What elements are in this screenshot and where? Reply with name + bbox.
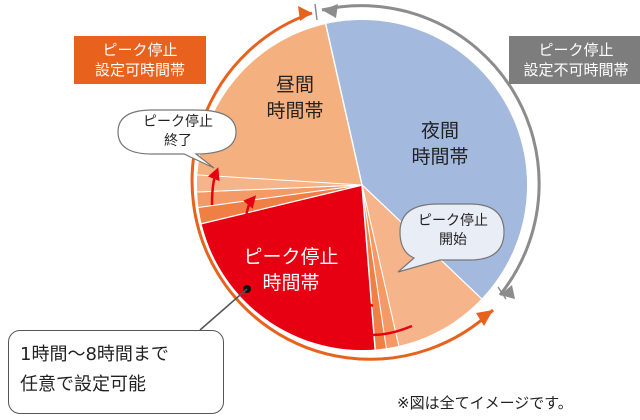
boundary-tick	[497, 286, 507, 300]
callout-line: 1時間〜8時間まで	[20, 344, 169, 365]
bubble-text-peak-stop-start: ピーク停止 開始	[404, 212, 502, 250]
zone-line: 時間帯	[266, 100, 324, 122]
tag-line: ピーク停止	[102, 41, 178, 59]
tag-peak-stop-settable: ピーク停止 設定可時間帯	[74, 36, 206, 84]
arrowhead-icon	[476, 310, 493, 326]
cycle-pie	[197, 20, 527, 350]
label-night: 夜間 時間帯	[390, 118, 490, 170]
zone-line: 夜間	[420, 120, 459, 142]
curved-arrow-icon	[207, 167, 220, 206]
callout-leader	[199, 288, 248, 331]
bubble-line: 開始	[439, 232, 467, 248]
bubble-line: 終了	[164, 133, 192, 149]
not-settable-arc	[321, 4, 541, 296]
zone-line: ピーク停止	[243, 246, 339, 268]
zone-line: 昼間	[275, 74, 314, 96]
curved-arrow-icon	[243, 195, 257, 225]
footnote: ※図は全てイメージです。	[397, 394, 573, 412]
callout-text: 1時間〜8時間まで 任意で設定可能	[20, 340, 169, 400]
boundary-tick	[314, 3, 318, 21]
tag-line: ピーク停止	[538, 41, 614, 59]
settable-arc	[190, 11, 495, 361]
arrowhead-icon	[322, 4, 338, 18]
label-peak-stop: ピーク停止 時間帯	[226, 244, 356, 296]
curved-arrow-icon	[350, 292, 374, 308]
label-daytime: 昼間 時間帯	[250, 72, 340, 124]
tag-peak-stop-not-settable: ピーク停止 設定不可時間帯	[509, 36, 640, 84]
bubble-line: ピーク停止	[143, 114, 213, 130]
gradient-slice-6	[197, 171, 363, 195]
zone-line: 時間帯	[262, 272, 320, 294]
bubble-line: ピーク停止	[418, 213, 488, 229]
arrowhead-icon	[298, 6, 312, 21]
curved-arrow-icon	[350, 324, 413, 341]
bubble-peak-stop-end	[117, 109, 237, 169]
callout-line: 任意で設定可能	[20, 374, 146, 395]
zone-line: 時間帯	[411, 146, 469, 168]
bubble-text-peak-stop-end: ピーク停止 終了	[122, 113, 234, 151]
tag-line: 設定可時間帯	[94, 61, 185, 79]
tag-line: 設定不可時間帯	[523, 61, 629, 79]
bubble-peak-stop-start	[397, 203, 505, 273]
callout-box	[8, 330, 224, 414]
